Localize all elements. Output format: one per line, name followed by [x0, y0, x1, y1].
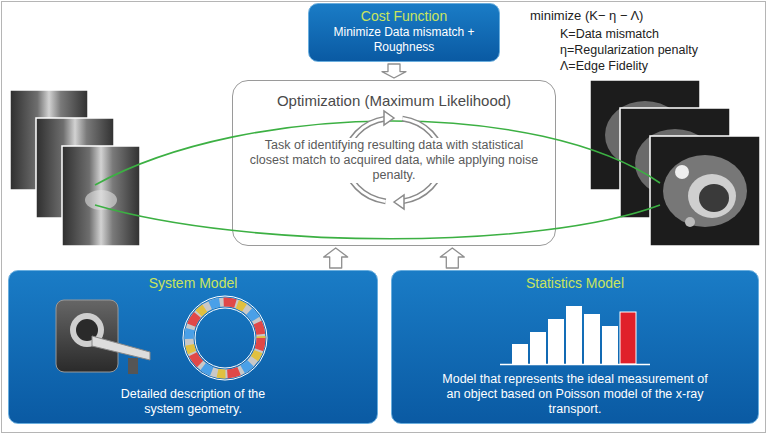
formula-label: minimize (K− η − Λ) [530, 8, 643, 23]
node-title: Statistics Model [401, 275, 749, 292]
formula-label: Λ=Edge Fidelity [560, 59, 648, 74]
node-body: Task of identifying resulting data with … [249, 138, 539, 183]
node-body: Detailed description of the system geome… [116, 387, 271, 417]
block-arrow [324, 248, 348, 268]
formula-label: η=Regularization penalty [560, 43, 698, 58]
cost-box: Cost FunctionMinimize Data mismatch + Ro… [308, 3, 500, 62]
optimization-box: Optimization (Maximum Likelihood) Task of… [232, 80, 556, 246]
mri-stack [590, 80, 760, 246]
block-arrow [382, 64, 406, 78]
node-title: Optimization (Maximum Likelihood) [248, 92, 540, 110]
node-body: Model that represents the ideal measurem… [435, 372, 715, 417]
node-body: Minimize Data mismatch + Roughness [329, 25, 479, 55]
formula-label: K=Data mismatch [560, 27, 659, 42]
block-arrow [440, 248, 464, 268]
xray-stack [10, 90, 140, 246]
model-box: Statistics ModelModel that represents th… [391, 270, 759, 424]
node-title: Cost Function [318, 8, 490, 25]
node-title: System Model [18, 275, 368, 292]
model-box: System ModelDetailed description of the … [8, 270, 378, 424]
